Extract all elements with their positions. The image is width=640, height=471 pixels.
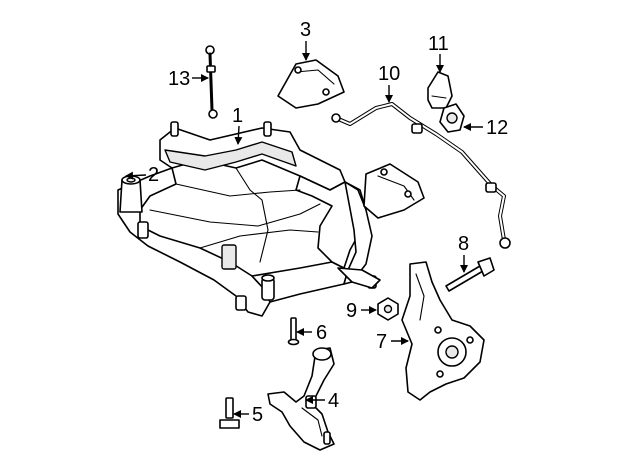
callout-label-12: 12 (486, 117, 508, 139)
callout-10: 10 (378, 63, 400, 103)
callout-label-9: 9 (346, 300, 357, 322)
subframe-part (117, 121, 381, 317)
bar-clamp-part (427, 71, 453, 109)
callout-label-11: 11 (428, 33, 449, 55)
callout-label-4: 4 (328, 390, 339, 412)
callout-label-3: 3 (300, 19, 311, 41)
callout-11: 11 (428, 33, 449, 73)
side-bracket (363, 163, 425, 219)
callout-13: 13 (168, 68, 209, 90)
callout-2: 2 (125, 164, 159, 186)
callout-3: 3 (300, 19, 311, 61)
bracket-part (277, 59, 345, 109)
callout-label-8: 8 (458, 233, 469, 255)
callout-8: 8 (458, 233, 469, 273)
callout-4: 4 (305, 390, 339, 412)
bolt-part-6 (287, 317, 300, 346)
callout-label-7: 7 (376, 331, 387, 353)
callout-label-13: 13 (168, 68, 190, 90)
callout-12: 12 (463, 117, 508, 139)
bar-bushing-part (439, 103, 465, 133)
callout-5: 5 (233, 404, 263, 426)
bolt-part-8 (445, 257, 495, 292)
bushing-part (119, 175, 143, 213)
callout-9: 9 (346, 300, 377, 322)
callout-1: 1 (232, 105, 243, 145)
bolt-part-5 (219, 397, 240, 429)
callout-label-10: 10 (378, 63, 400, 85)
callout-6: 6 (296, 322, 327, 344)
control-arm-part (267, 347, 335, 451)
stabilizer-bar-part (331, 102, 511, 249)
callout-7: 7 (376, 331, 409, 353)
stabilizer-link-part (205, 45, 218, 119)
callout-label-2: 2 (148, 164, 159, 186)
callout-label-5: 5 (252, 404, 263, 426)
steering-knuckle-part (401, 261, 485, 401)
nut-part-9 (377, 297, 399, 321)
callout-label-6: 6 (316, 322, 327, 344)
callout-label-1: 1 (232, 105, 243, 127)
